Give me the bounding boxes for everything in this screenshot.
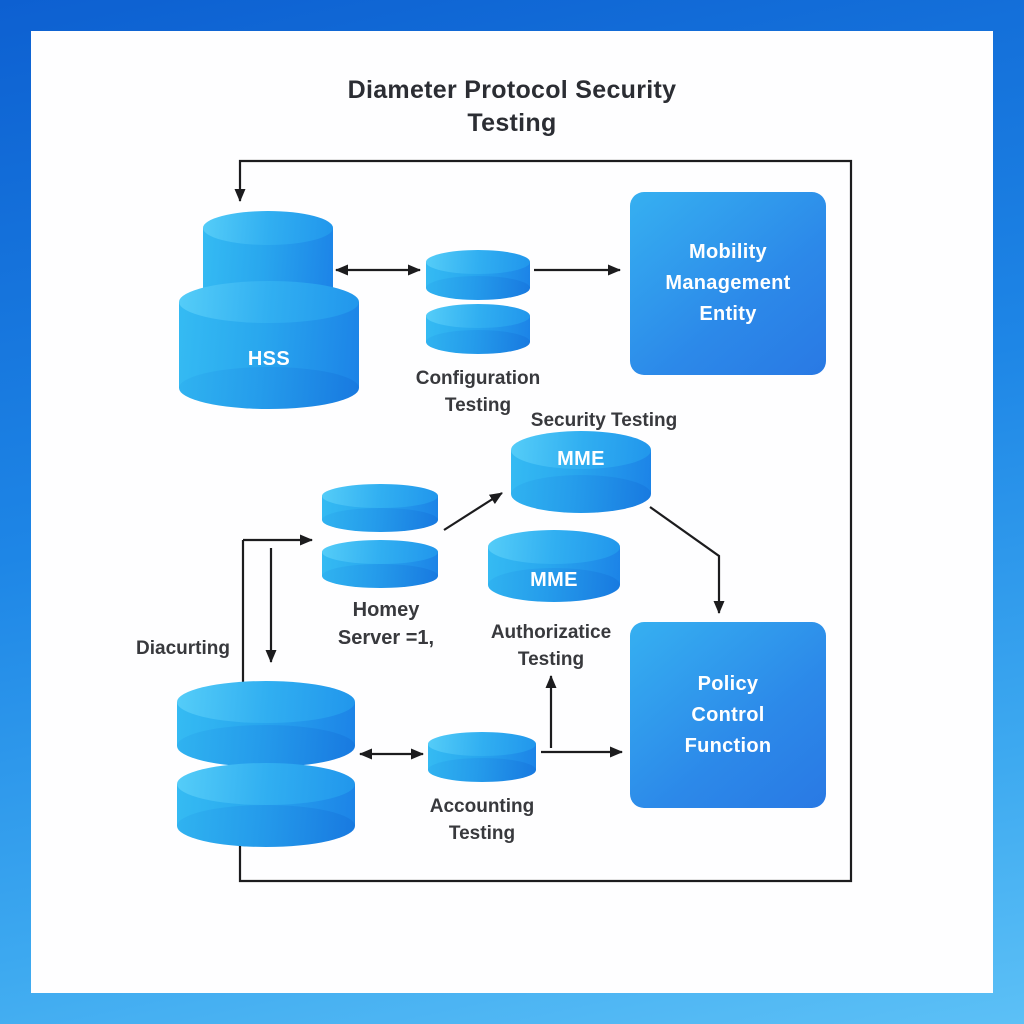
storage-disc-lower [177, 763, 355, 847]
mme-upper-cylinder: MME [511, 431, 651, 513]
home-server-disc-upper [322, 484, 438, 532]
hss-label: HSS [247, 348, 291, 370]
diagram-title: Diameter Protocol Security Testing [347, 76, 677, 137]
home-server-disc-lower [322, 540, 438, 588]
accounting-cylinder [428, 732, 536, 782]
mme-lower-cylinder: MME [488, 530, 620, 602]
policy-control-function-label: Policy Control Function [684, 672, 772, 757]
diacurting-label: Diacurting [136, 638, 230, 659]
mobility-management-entity-label: Mobility Management Entity [665, 241, 791, 325]
configuration-disc-lower [426, 304, 530, 354]
mme-upper-label: MME [557, 448, 605, 470]
authorization-testing-label: Authorizatice Testing [490, 622, 612, 670]
hss-cylinder-bottom: HSS [179, 281, 359, 409]
security-testing-label: Security Testing [530, 410, 678, 431]
home-server-label: Homey Server =1, [337, 599, 435, 649]
policy-control-function-box: Policy Control Function [630, 622, 826, 808]
mme-lower-label: MME [530, 569, 578, 591]
storage-disc-upper [177, 681, 355, 767]
mobility-management-entity-box: Mobility Management Entity [630, 192, 826, 375]
diagram-background [31, 31, 993, 993]
accounting-testing-label: Accounting Testing [429, 796, 535, 844]
configuration-disc-upper [426, 250, 530, 300]
